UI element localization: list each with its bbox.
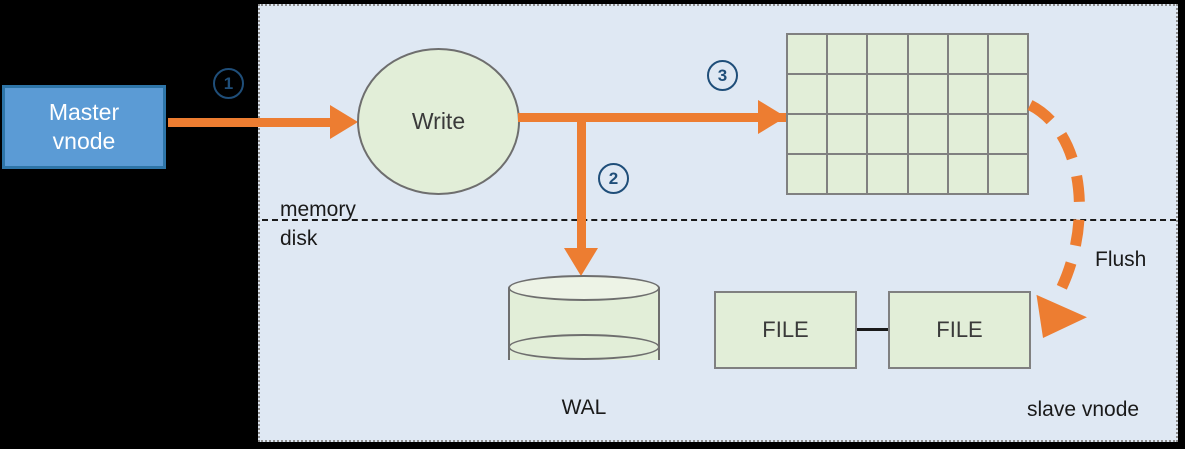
step-badge-1: 1: [213, 68, 244, 99]
memory-table-cell: [908, 115, 947, 153]
write-node[interactable]: Write: [357, 48, 520, 195]
memory-table-cell: [788, 75, 827, 113]
memory-table-cell: [788, 155, 827, 193]
memory-table-cell: [908, 75, 947, 113]
memory-table-cell: [828, 115, 867, 153]
file-link-connector: [857, 328, 888, 331]
write-node-label: Write: [411, 108, 466, 134]
file-box-1[interactable]: FILE: [714, 291, 857, 369]
memory-table-cell: [948, 115, 987, 153]
memory-table-cell: [868, 75, 907, 113]
disk-label: disk: [280, 227, 318, 250]
memory-table-cell: [828, 75, 867, 113]
memory-table-cell: [908, 35, 947, 73]
wal-cylinder-top: [508, 275, 660, 301]
memory-table-cell: [868, 155, 907, 193]
memory-table-cell: [988, 115, 1027, 153]
slave-vnode-caption: slave vnode: [1027, 398, 1140, 421]
arrow-master-to-write-head: [330, 105, 358, 139]
master-vnode-label-line1: Master: [48, 99, 120, 126]
file-box-1-label: FILE: [762, 317, 809, 342]
memory-table-cell: [868, 115, 907, 153]
file-box-2-label: FILE: [936, 317, 983, 342]
memory-disk-divider: [262, 219, 1176, 221]
arrow-write-to-memtable-head: [758, 100, 786, 134]
arrow-write-to-wal-shaft: [577, 113, 586, 258]
master-vnode-label-line2: vnode: [52, 128, 116, 154]
memory-table-cell: [988, 155, 1027, 193]
wal-cylinder-bottom: [508, 334, 660, 360]
master-vnode-box[interactable]: Master vnode: [2, 85, 166, 169]
arrow-write-to-memtable-shaft: [518, 113, 786, 122]
step-badge-3: 3: [707, 60, 738, 91]
memory-table-cell: [988, 75, 1027, 113]
arrow-master-to-write-shaft: [168, 118, 348, 127]
wal-label: WAL: [561, 396, 607, 419]
flush-label: Flush: [1095, 248, 1147, 271]
memory-table-grid: [786, 33, 1029, 195]
memory-table-cell: [828, 35, 867, 73]
memory-table-cell: [948, 35, 987, 73]
memory-table-cell: [948, 155, 987, 193]
file-box-2[interactable]: FILE: [888, 291, 1031, 369]
memory-table-cell: [788, 115, 827, 153]
memory-table-cell: [988, 35, 1027, 73]
step-badge-2: 2: [598, 163, 629, 194]
wal-cylinder[interactable]: [508, 275, 660, 373]
memory-label: memory: [280, 198, 356, 221]
memory-table-cell: [868, 35, 907, 73]
memory-table-cell: [788, 35, 827, 73]
arrow-write-to-wal-head: [564, 248, 598, 276]
memory-table-cell: [948, 75, 987, 113]
memory-table-cell: [828, 155, 867, 193]
memory-table-cell: [908, 155, 947, 193]
